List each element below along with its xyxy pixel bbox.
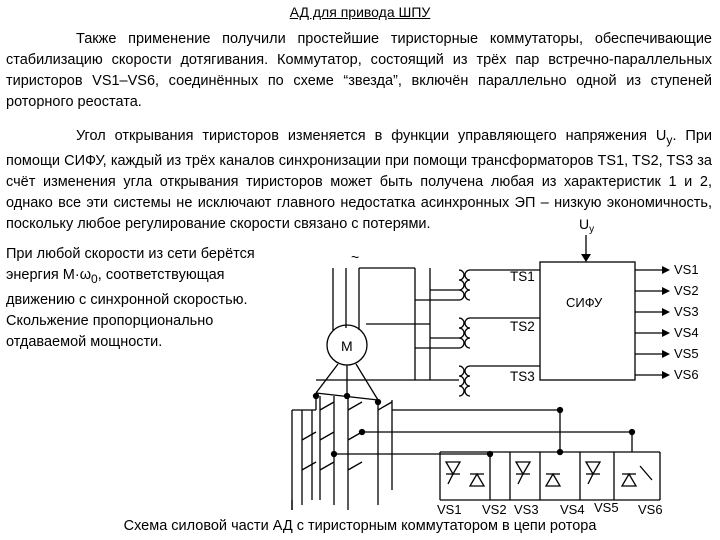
vs1-out-label: VS1 bbox=[674, 262, 699, 277]
vs6-label: VS6 bbox=[638, 502, 663, 517]
side-line-5: отдаваемой мощности. bbox=[6, 333, 163, 350]
thyristor-symbols bbox=[444, 461, 653, 487]
vs5-label: VS5 bbox=[594, 500, 619, 515]
vs4-label: VS4 bbox=[560, 502, 585, 517]
vs3-out-label: VS3 bbox=[674, 304, 699, 319]
paragraph-2-rest: . При помощи СИФУ, каждый из трёх канало… bbox=[6, 128, 712, 232]
vs5-out-label: VS5 bbox=[674, 346, 699, 361]
ts3-label: TS3 bbox=[510, 369, 535, 384]
side-omega-sub: 0 bbox=[91, 271, 98, 286]
paragraph-2-text: Угол открывания тиристоров изменяется в … bbox=[76, 128, 667, 144]
figure-caption: Схема силовой части АД с тиристорным ком… bbox=[123, 518, 597, 534]
side-line-4: Скольжение пропорционально bbox=[6, 312, 214, 329]
vs2-out-label: VS2 bbox=[674, 283, 699, 298]
paragraph-1-text: Также применение получили простейшие тир… bbox=[6, 31, 712, 110]
paragraph-1: Также применение получили простейшие тир… bbox=[6, 29, 712, 113]
side-line-3: движению с синхронной скоростью. bbox=[6, 291, 248, 308]
side-energy: энергия М·ω bbox=[6, 267, 92, 283]
side-energy-rest: , соответствующая bbox=[97, 267, 225, 283]
sifu-label: СИФУ bbox=[566, 295, 603, 310]
transformer-ts1 bbox=[458, 269, 540, 301]
ts1-label: TS1 bbox=[510, 269, 535, 284]
vs1-label: VS1 bbox=[437, 502, 462, 517]
vs4-out-label: VS4 bbox=[674, 325, 699, 340]
transformer-ts3 bbox=[458, 365, 540, 397]
sifu-block bbox=[539, 261, 636, 381]
mains-tilde: ~ bbox=[351, 249, 359, 265]
side-line-2: энергия М·ω0, соответствующая bbox=[6, 265, 286, 290]
page-title: АД для привода ШПУ bbox=[289, 4, 431, 20]
vs2-label: VS2 bbox=[482, 502, 507, 517]
rotor-switch-network bbox=[291, 392, 636, 510]
sifu-outputs bbox=[635, 266, 670, 379]
ts2-label: TS2 bbox=[510, 319, 535, 334]
paragraph-2-sub: у bbox=[666, 132, 673, 147]
motor-label: M bbox=[341, 338, 353, 354]
vs3-label: VS3 bbox=[514, 502, 539, 517]
transformer-ts2 bbox=[458, 317, 540, 349]
vs6-out-label: VS6 bbox=[674, 367, 699, 382]
thyristor-bridge bbox=[439, 451, 661, 501]
uy-label: Uу bbox=[579, 216, 594, 235]
side-note: При любой скорости из сети берётся энерг… bbox=[6, 244, 286, 353]
paragraph-2: Угол открывания тиристоров изменяется в … bbox=[6, 126, 712, 235]
side-line-1: При любой скорости из сети берётся bbox=[6, 246, 255, 262]
